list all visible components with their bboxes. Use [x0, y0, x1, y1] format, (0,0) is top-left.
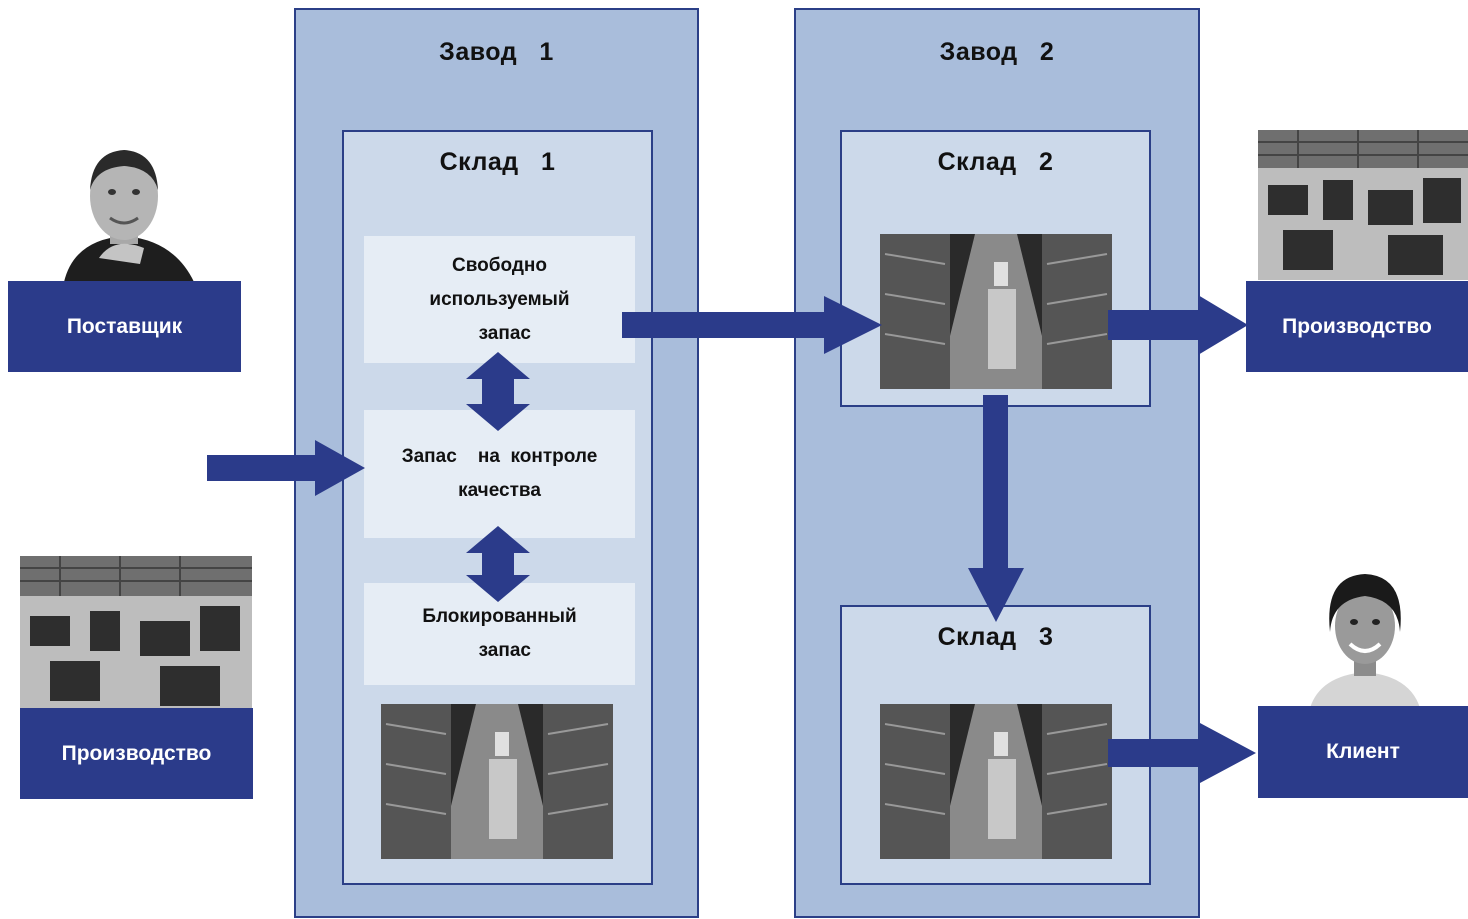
unrestricted-stock-line-1: Свободно: [452, 254, 547, 276]
customer-label: Клиент: [1258, 706, 1468, 798]
production-left-label: Производство: [20, 708, 253, 799]
plant-1-title: Завод 1: [439, 38, 554, 66]
blocked-stock-line-1: Блокированный: [422, 606, 577, 627]
unrestricted-stock-box: Свободно используемый запас: [364, 236, 635, 363]
arrow-unrestricted-to-warehouse-2: [622, 296, 882, 354]
factory-floor-photo-icon: [20, 556, 252, 711]
warehouse-photo-icon: [880, 234, 1112, 389]
quality-inspection-line-1: Запас на контроле: [401, 446, 598, 467]
warehouse-photo-icon: [381, 704, 613, 859]
factory-floor-photo-icon: [1258, 130, 1468, 280]
supplier-label: Поставщик: [8, 281, 241, 372]
arrow-to-production: [1108, 295, 1248, 355]
arrow-to-quality-inspection: [207, 440, 365, 496]
double-arrow-unrestricted-quality: [466, 352, 530, 431]
unrestricted-stock-line-2: используемый: [429, 288, 570, 310]
double-arrow-quality-blocked: [466, 526, 530, 602]
man-portrait-icon: [44, 140, 204, 282]
arrow-warehouse-2-to-3: [968, 395, 1024, 622]
quality-inspection-line-2: качества: [458, 480, 541, 501]
plant-2-title: Завод 2: [939, 38, 1055, 66]
blocked-stock-line-2: запас: [468, 640, 531, 661]
warehouse-photo-icon: [880, 704, 1112, 859]
quality-inspection-stock-box: Запас на контроле качества: [364, 410, 635, 538]
production-right-label: Производство: [1246, 281, 1468, 372]
unrestricted-stock-line-3: запас: [468, 322, 531, 344]
warehouse-2-title: Склад 2: [937, 148, 1054, 176]
warehouse-3-title: Склад 3: [937, 623, 1054, 651]
arrow-to-customer: [1108, 723, 1256, 783]
warehouse-1-title: Склад 1: [439, 148, 556, 176]
woman-portrait-icon: [1300, 566, 1430, 708]
